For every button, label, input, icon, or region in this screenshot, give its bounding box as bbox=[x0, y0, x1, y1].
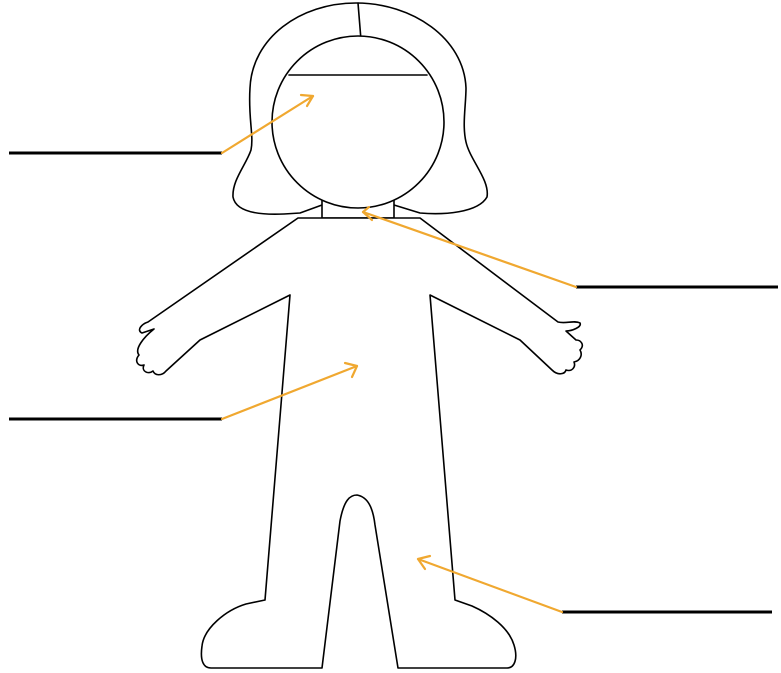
child-figure bbox=[137, 3, 583, 668]
face bbox=[272, 36, 444, 208]
body bbox=[137, 218, 583, 668]
